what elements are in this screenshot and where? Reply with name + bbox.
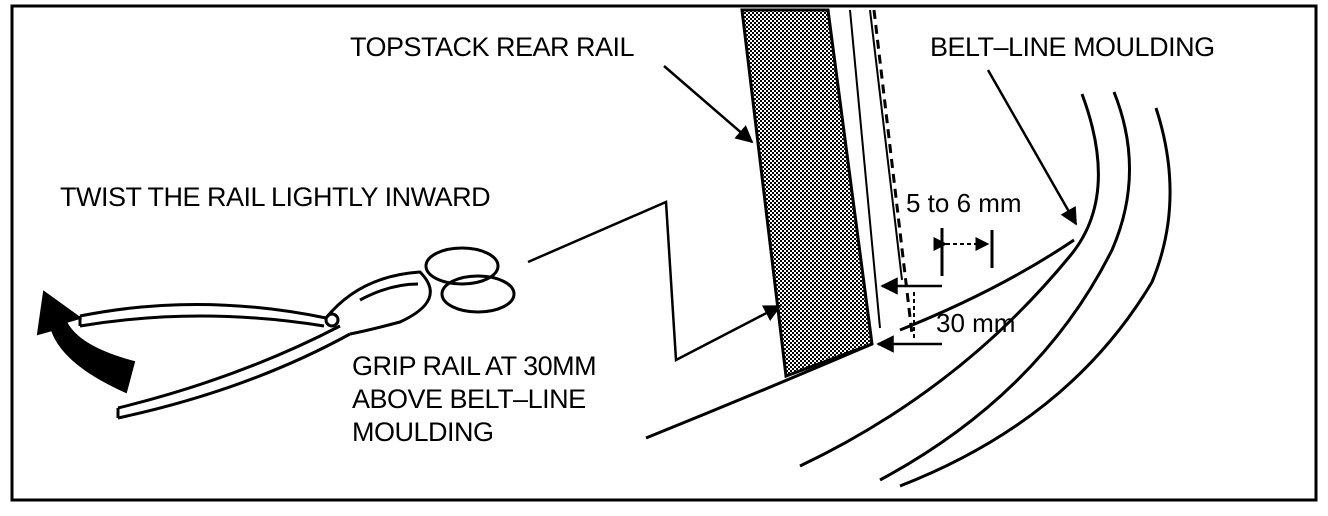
- moulding-leader-arrow: [986, 69, 1078, 226]
- body-curve-inner: [645, 342, 873, 440]
- grip-instruction-label: GRIP RAIL AT 30MM ABOVE BELT–LINE MOULDI…: [352, 351, 597, 447]
- belt-line-curve-1: [799, 93, 1100, 468]
- grip-leader-arrow: [527, 200, 782, 362]
- twist-direction-arrow-icon: [36, 290, 136, 394]
- rail-edge-line: [849, 9, 881, 329]
- height-dimension-label: 30 mm: [936, 308, 1016, 338]
- rail-edge-line-inner: [869, 9, 903, 281]
- moulding-lower-line: [899, 238, 1075, 332]
- gap-dimension-label: 5 to 6 mm: [906, 188, 1022, 218]
- pliers-icon: [78, 246, 516, 420]
- belt-line-curve-2: [879, 91, 1131, 482]
- topstack-rear-rail-label: TOPSTACK REAR RAIL: [350, 32, 635, 62]
- rail-leader-arrow: [663, 65, 754, 144]
- twist-instruction-label: TWIST THE RAIL LIGHTLY INWARD: [60, 182, 491, 212]
- belt-line-curve-3: [899, 107, 1172, 488]
- belt-line-moulding-label: BELT–LINE MOULDING: [930, 32, 1215, 62]
- topstack-rear-rail: [740, 8, 874, 379]
- frame-border: [10, 4, 1318, 502]
- rail-centerline-dashed: [872, 9, 914, 335]
